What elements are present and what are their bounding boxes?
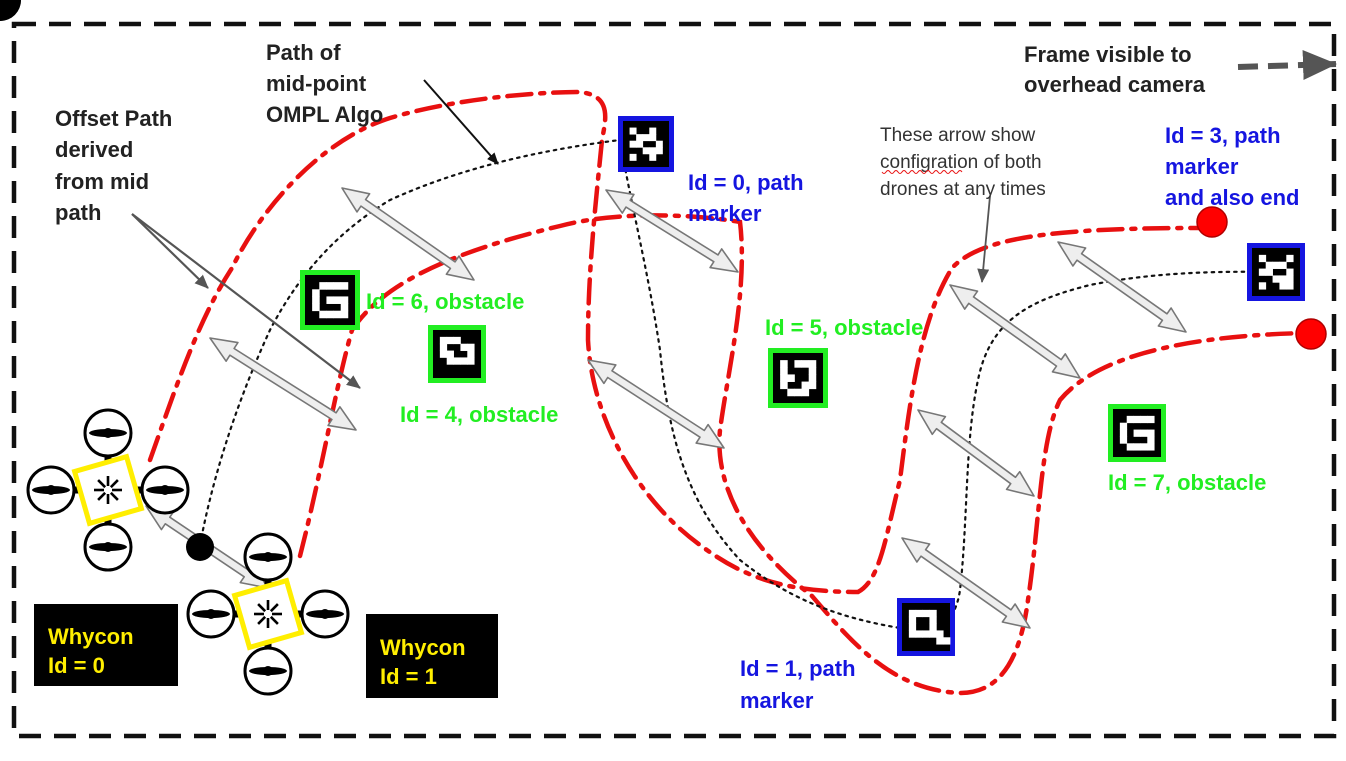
spellcheck-squiggle — [881, 170, 963, 174]
obstacle-marker-7 — [1108, 404, 1166, 462]
label-obstacle-4: Id = 4, obstacle — [400, 402, 558, 427]
label-marker-1: Id = 1, path marker — [740, 656, 862, 713]
obstacle-marker-6 — [300, 270, 360, 330]
config-arrow-0 — [341, 187, 475, 281]
configuration-arrows — [145, 187, 1187, 629]
drones — [0, 0, 350, 696]
label-obstacle-5: Id = 5, obstacle — [765, 315, 923, 340]
whycon-label-0: Whycon Id = 0 — [48, 624, 140, 678]
end-dot-upper — [1196, 206, 1228, 238]
end-dot-lower — [1295, 318, 1327, 350]
start-dot — [186, 533, 214, 561]
config-arrow-5 — [587, 359, 725, 449]
path-marker-1 — [897, 598, 955, 656]
obstacle-marker-4 — [428, 325, 486, 383]
arrow-note: These arrow show configration of both dr… — [880, 125, 1047, 200]
drone-0 — [0, 0, 190, 572]
config-arrow-1 — [605, 189, 739, 273]
path-label: Path of mid-point OMPL Algo — [266, 40, 383, 127]
offset-path-label: Offset Path derived from mid path — [55, 106, 178, 225]
whycon-box-1 — [366, 614, 498, 698]
frame-pointer-arrow — [1237, 50, 1337, 81]
note-pointer — [977, 195, 991, 283]
frame-label: Frame visible to overhead camera — [1024, 42, 1206, 97]
whycon-label-1: Whycon Id = 1 — [380, 635, 472, 689]
config-arrow-3 — [1057, 241, 1187, 333]
config-arrow-2 — [949, 284, 1081, 379]
label-marker-3: Id = 3, path marker and also end — [1165, 123, 1299, 210]
path-label-pointer — [423, 79, 499, 165]
label-obstacle-6: Id = 6, obstacle — [366, 289, 524, 314]
path-marker-0 — [618, 116, 674, 172]
offset-pointer-a — [131, 213, 209, 289]
obstacle-marker-5 — [768, 348, 828, 408]
mid-point-path — [198, 138, 1274, 632]
config-arrow-6 — [917, 409, 1035, 497]
path-marker-3 — [1247, 243, 1305, 301]
drone-1 — [0, 0, 350, 696]
offset-pointer-b — [131, 213, 361, 389]
whycon-box-0 — [34, 604, 178, 686]
label-obstacle-7: Id = 7, obstacle — [1108, 470, 1266, 495]
config-arrow-4 — [209, 337, 357, 431]
fiducial-markers — [300, 116, 1305, 656]
config-arrow-7 — [901, 537, 1031, 629]
label-marker-0: Id = 0, path marker — [688, 170, 810, 226]
